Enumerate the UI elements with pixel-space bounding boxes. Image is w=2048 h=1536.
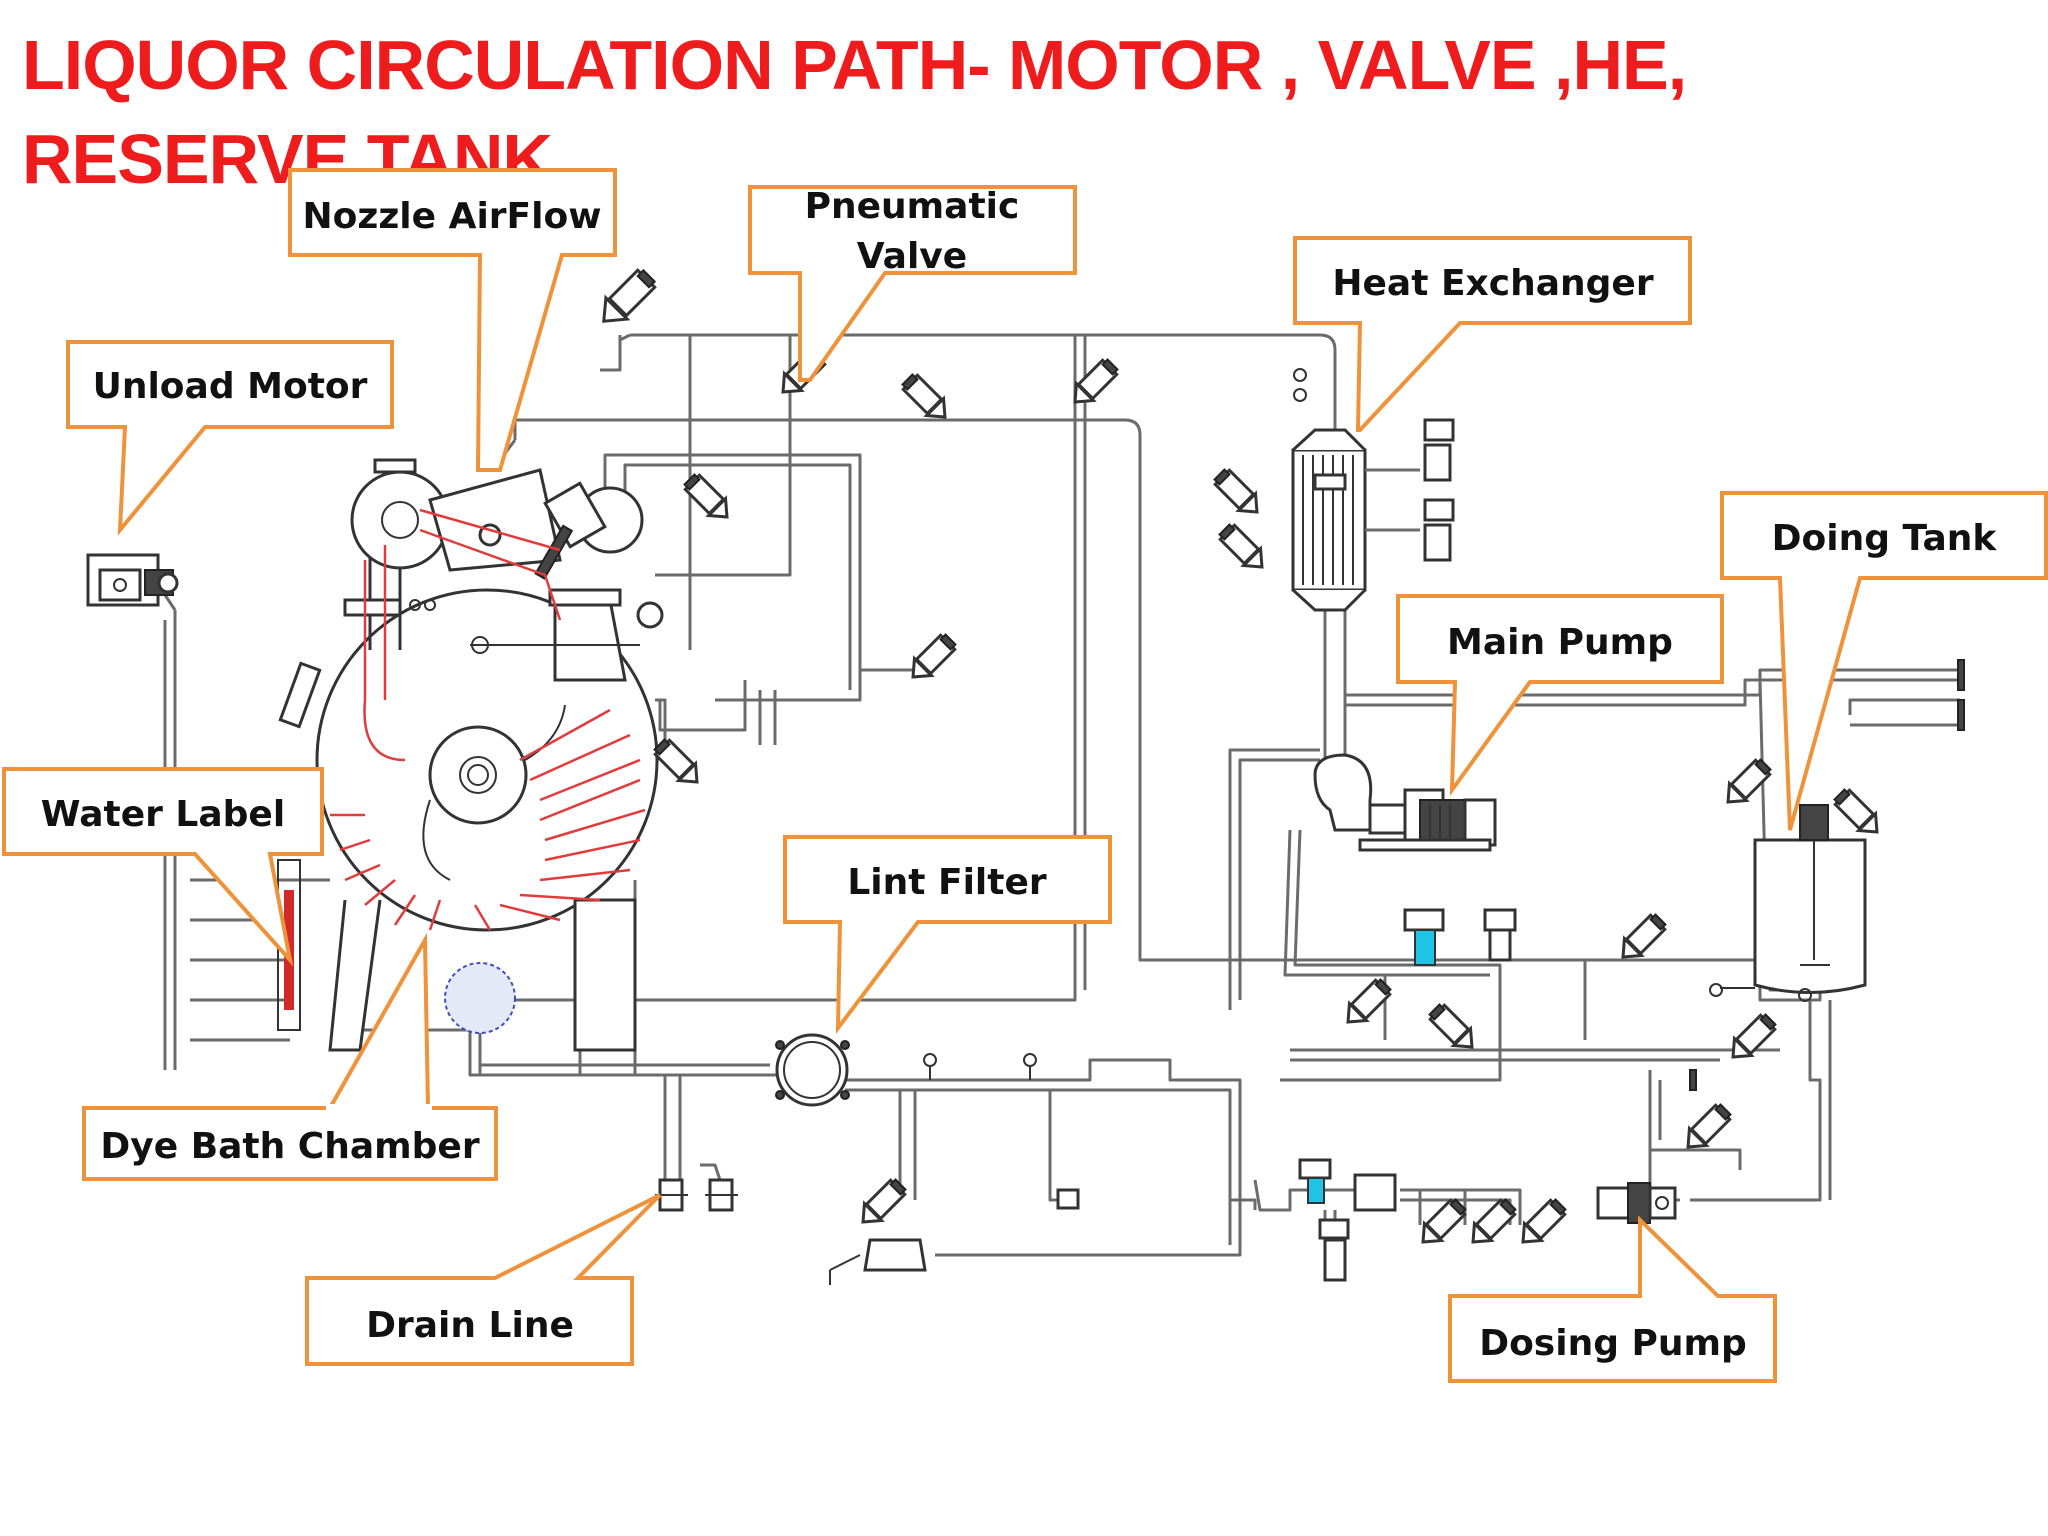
callout-label: Main Pump [1447,622,1673,663]
callout-doing-tank: Doing Tank [1720,491,2048,831]
callout-label: Unload Motor [93,366,368,407]
callout-drain-line: Drain Line [305,1193,662,1366]
callout-label: Lint Filter [847,862,1047,903]
callout-label: Pneumatic [805,186,1020,227]
liquor-flow-path [330,508,646,931]
dye-vessel [278,458,664,1052]
callout-dosing-pump: Dosing Pump [1448,1215,1777,1383]
heat-exchanger [1291,368,1420,612]
callout-label: Doing Tank [1772,518,1998,559]
callout-label: Dye Bath Chamber [100,1126,479,1167]
pipe-outlets [1689,659,1965,1091]
callout-nozzle-airflow: Nozzle AirFlow [288,168,617,472]
callout-label: Heat Exchanger [1332,263,1653,304]
lint-filter [775,1033,850,1107]
callout-dye-bath-chamber: Dye Bath Chamber [82,932,498,1181]
unload-motor [86,553,179,607]
callout-label: Valve [857,236,967,277]
dosing-pump [1596,1182,1677,1224]
callout-label: Dosing Pump [1479,1323,1747,1364]
control-valves [1298,418,1517,1282]
callout-lint-filter: Lint Filter [783,835,1112,1035]
callout-pneumatic-valve: Pneumatic Valve [748,185,1077,382]
doing-tank [1709,804,1867,1002]
callout-heat-exchanger: Heat Exchanger [1293,236,1692,432]
drain-valves [655,1178,738,1212]
page-title: LIQUOR CIRCULATION PATH- MOTOR , VALVE ,… [22,26,1687,198]
main-pump [1313,753,1497,852]
pressure-gauges [923,1053,1037,1080]
callout-water-label: Water Label [2,767,324,967]
sampling-unit [829,1188,1080,1285]
callout-unload-motor: Unload Motor [66,340,394,536]
callout-main-pump: Main Pump [1396,594,1724,797]
piping-network [143,333,1960,1265]
callout-label: Drain Line [366,1305,574,1346]
callout-label: Nozzle AirFlow [303,196,602,237]
callout-label: Water Label [41,794,285,835]
pneumatic-valves [602,268,1879,1244]
